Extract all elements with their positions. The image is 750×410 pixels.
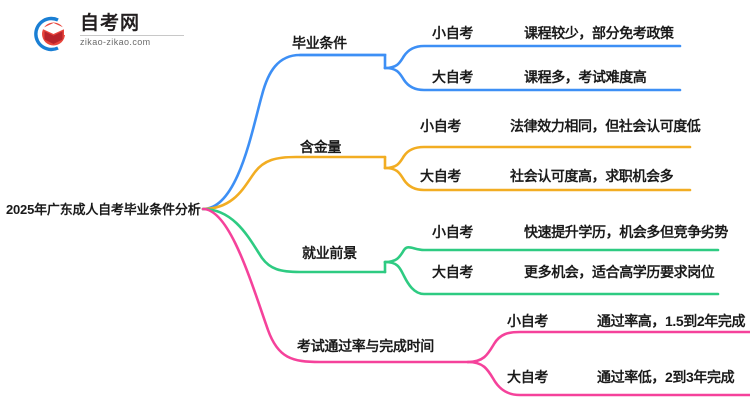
leaf-node-b4-dazikao-detail[interactable]: 通过率低，2到3年完成 [597,369,735,385]
leaf-node-b4-xiaozikao-detail[interactable]: 通过率高，1.5到2年完成 [597,313,746,329]
leaf-node-b2-xiaozikao-detail[interactable]: 法律效力相同，但社会认可度低 [510,118,701,134]
logo-divider [80,35,184,36]
sub-node-b2-xiaozikao[interactable]: 小自考 [420,118,462,134]
logo-text-block: 自考网 zikao-zikao.com [80,13,190,48]
branch-node-jiuye-qianjing[interactable]: 就业前景 [302,245,357,261]
branch-1-connector [201,44,682,211]
leaf-node-b2-dazikao-detail[interactable]: 社会认可度高，求职机会多 [510,168,674,184]
sub-node-b1-xiaozikao[interactable]: 小自考 [432,25,474,41]
sub-node-b4-xiaozikao[interactable]: 小自考 [507,313,549,329]
sub-node-b2-dazikao[interactable]: 大自考 [420,168,462,184]
book-arc-logo-icon [34,16,66,52]
site-logo: 自考网 zikao-zikao.com [28,12,188,56]
sub-node-b4-dazikao[interactable]: 大自考 [507,369,549,385]
sub-node-b3-xiaozikao[interactable]: 小自考 [432,224,474,240]
branch-2-connector [201,145,692,211]
branch-node-tongguolv-wanchengshijian[interactable]: 考试通过率与完成时间 [297,338,434,354]
branch-node-hanjinliang[interactable]: 含金量 [300,139,342,155]
branch-3-connector [201,207,720,296]
branch-4-connector [201,207,750,397]
leaf-node-b3-dazikao-detail[interactable]: 更多机会，适合高学历要求岗位 [524,264,715,280]
logo-name-cn: 自考网 [80,13,141,34]
root-node-label[interactable]: 2025年广东成人自考毕业条件分析 [6,202,201,217]
sub-node-b1-dazikao[interactable]: 大自考 [432,69,474,85]
branch-node-biye-tiaojian[interactable]: 毕业条件 [292,35,347,51]
sub-node-b3-dazikao[interactable]: 大自考 [432,264,474,280]
logo-domain: zikao-zikao.com [80,37,151,47]
leaf-node-b3-xiaozikao-detail[interactable]: 快速提升学历，机会多但竞争劣势 [524,224,728,240]
leaf-node-b1-dazikao-detail[interactable]: 课程多，考试难度高 [524,69,647,85]
leaf-node-b1-xiaozikao-detail[interactable]: 课程较少，部分免考政策 [524,25,674,41]
